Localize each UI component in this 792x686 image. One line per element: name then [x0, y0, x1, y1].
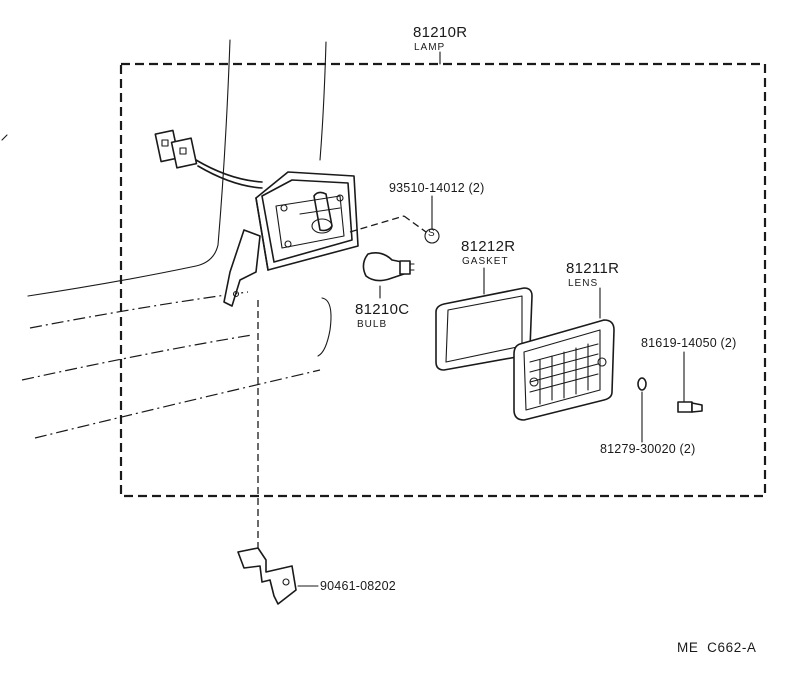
- lamp-assembly-box: [119, 62, 767, 498]
- lamp-part-name: LAMP: [414, 42, 446, 53]
- bracket-part-number: 90461-08202: [320, 579, 396, 593]
- screw-part-number: 81619-14050 (2): [641, 336, 737, 350]
- lamp-part-number: 81210R: [413, 24, 468, 41]
- nut-part-number: 81279-30020 (2): [600, 442, 696, 456]
- wire-connector: [154, 129, 263, 189]
- screw-s-part-number: 93510-14012 (2): [389, 181, 485, 195]
- lens-part-number: 81211R: [566, 260, 620, 277]
- bulb-part-name: BULB: [357, 319, 388, 330]
- bracket-drawing: [237, 547, 319, 605]
- bulb-part-number: 81210C: [355, 301, 410, 318]
- bulb-leader: [349, 215, 405, 233]
- vehicle-body-outline: [1, 39, 332, 439]
- screw-s-symbol-label: S: [428, 228, 435, 239]
- gasket-part-number: 81212R: [461, 238, 516, 255]
- screw-s-leader: [403, 215, 427, 233]
- nut-drawing: [637, 377, 647, 443]
- gasket-part-name: GASKET: [462, 256, 509, 267]
- lens-part-name: LENS: [568, 278, 599, 289]
- lens-drawing: [513, 287, 615, 421]
- lamp-housing: [223, 171, 359, 307]
- bulb-drawing: [362, 252, 415, 282]
- diagram-code: ME C662-A: [677, 640, 757, 655]
- screw-drawing: [677, 351, 703, 413]
